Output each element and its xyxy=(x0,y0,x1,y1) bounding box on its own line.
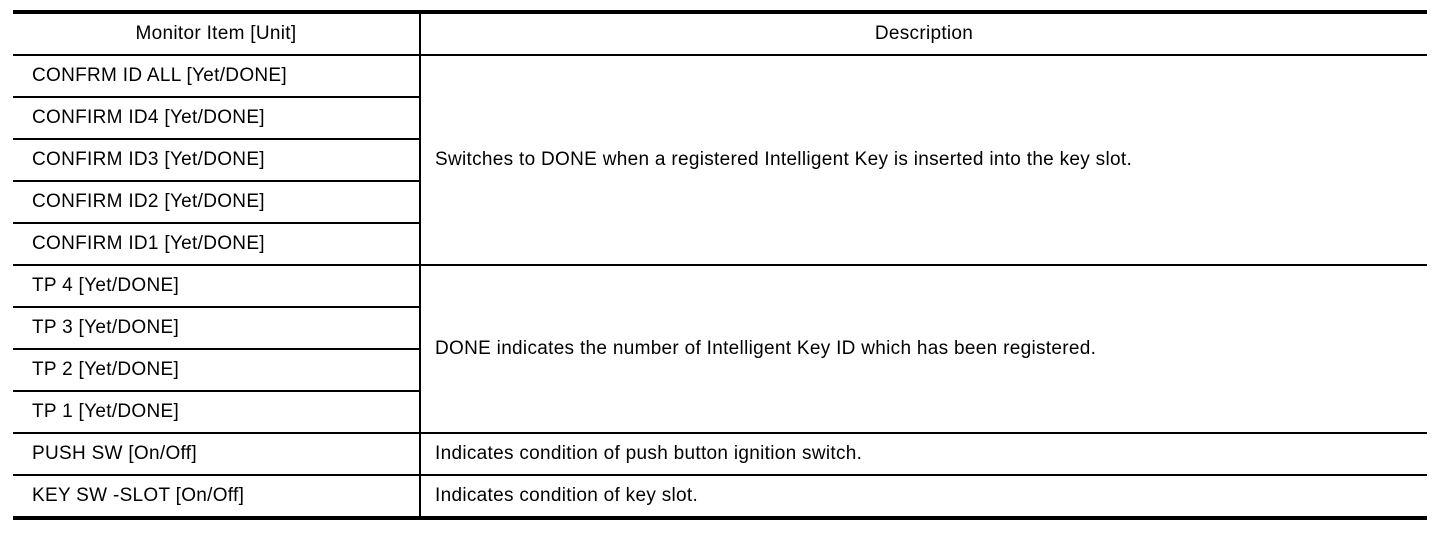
table-row: PUSH SW [On/Off] Indicates condition of … xyxy=(13,432,1427,476)
table-row: CONFIRM ID2 [Yet/DONE] xyxy=(13,180,1427,224)
header-monitor-item: Monitor Item [Unit] xyxy=(13,11,421,56)
table-row: TP 2 [Yet/DONE] xyxy=(13,348,1427,392)
table-row: TP 4 [Yet/DONE] DONE indicates the numbe… xyxy=(13,264,1427,434)
description-cell: DONE indicates the number of Intelligent… xyxy=(420,264,1427,434)
table-row: CONFIRM ID4 [Yet/DONE] xyxy=(13,96,1427,140)
monitor-item-cell: TP 2 [Yet/DONE] xyxy=(13,348,421,392)
monitor-item-cell: CONFIRM ID2 [Yet/DONE] xyxy=(13,180,421,224)
description-cell: Indicates condition of push button ignit… xyxy=(420,432,1427,476)
header-description: Description xyxy=(420,11,1427,56)
monitor-item-cell: KEY SW -SLOT [On/Off] xyxy=(13,474,421,519)
table-header-row: Monitor Item [Unit] Description xyxy=(13,11,1427,56)
monitor-item-cell: PUSH SW [On/Off] xyxy=(13,432,421,476)
table-row: TP 3 [Yet/DONE] xyxy=(13,306,1427,350)
description-cell: Indicates condition of key slot. xyxy=(420,474,1427,519)
table-row: KEY SW -SLOT [On/Off] Indicates conditio… xyxy=(13,474,1427,519)
monitor-item-cell: CONFRM ID ALL [Yet/DONE] xyxy=(13,54,421,98)
table-row: CONFRM ID ALL [Yet/DONE] Switches to DON… xyxy=(13,54,1427,266)
table-row: TP 1 [Yet/DONE] xyxy=(13,390,1427,434)
monitor-item-cell: TP 4 [Yet/DONE] xyxy=(13,264,421,308)
monitor-item-cell: CONFIRM ID3 [Yet/DONE] xyxy=(13,138,421,182)
monitor-item-cell: CONFIRM ID1 [Yet/DONE] xyxy=(13,222,421,266)
monitor-item-cell: TP 3 [Yet/DONE] xyxy=(13,306,421,350)
table-row: CONFIRM ID3 [Yet/DONE] xyxy=(13,138,1427,182)
monitor-item-cell: CONFIRM ID4 [Yet/DONE] xyxy=(13,96,421,140)
description-cell: Switches to DONE when a registered Intel… xyxy=(420,54,1427,266)
monitor-item-table: Monitor Item [Unit] Description CONFRM I… xyxy=(13,10,1427,520)
monitor-item-cell: TP 1 [Yet/DONE] xyxy=(13,390,421,434)
table-row: CONFIRM ID1 [Yet/DONE] xyxy=(13,222,1427,266)
